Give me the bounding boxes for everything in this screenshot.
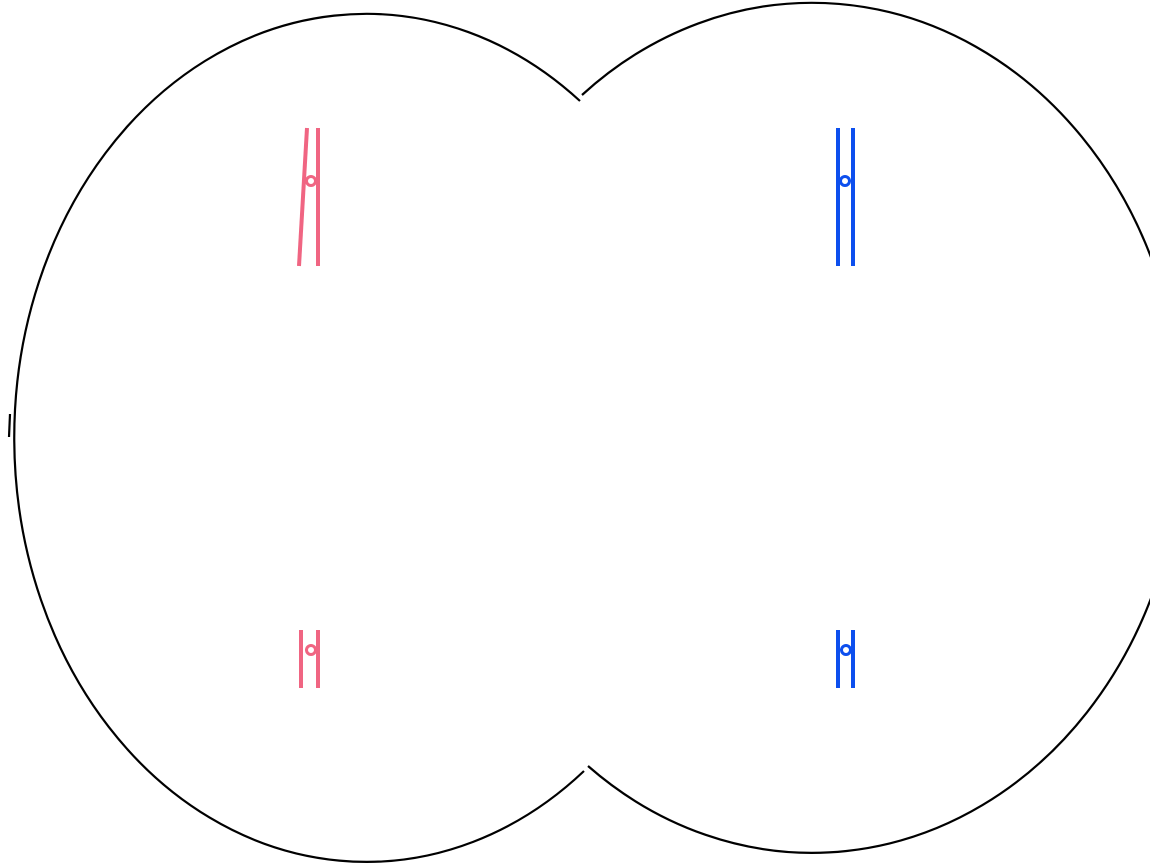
marker-ring (839, 175, 851, 187)
marker-ring (305, 175, 317, 187)
left-cell-outline (13, 12, 585, 863)
marker-ring (840, 644, 852, 656)
left-cell-lower-marker (299, 630, 320, 688)
left-cell-seam (7, 413, 12, 438)
right-cell-upper-marker (836, 128, 855, 266)
marker-bar-tilted (297, 127, 309, 267)
left-cell-upper-marker (297, 127, 320, 267)
right-cell-lower-marker (836, 630, 855, 688)
right-cell-outline (581, 1, 1150, 854)
marker-ring (305, 644, 317, 656)
